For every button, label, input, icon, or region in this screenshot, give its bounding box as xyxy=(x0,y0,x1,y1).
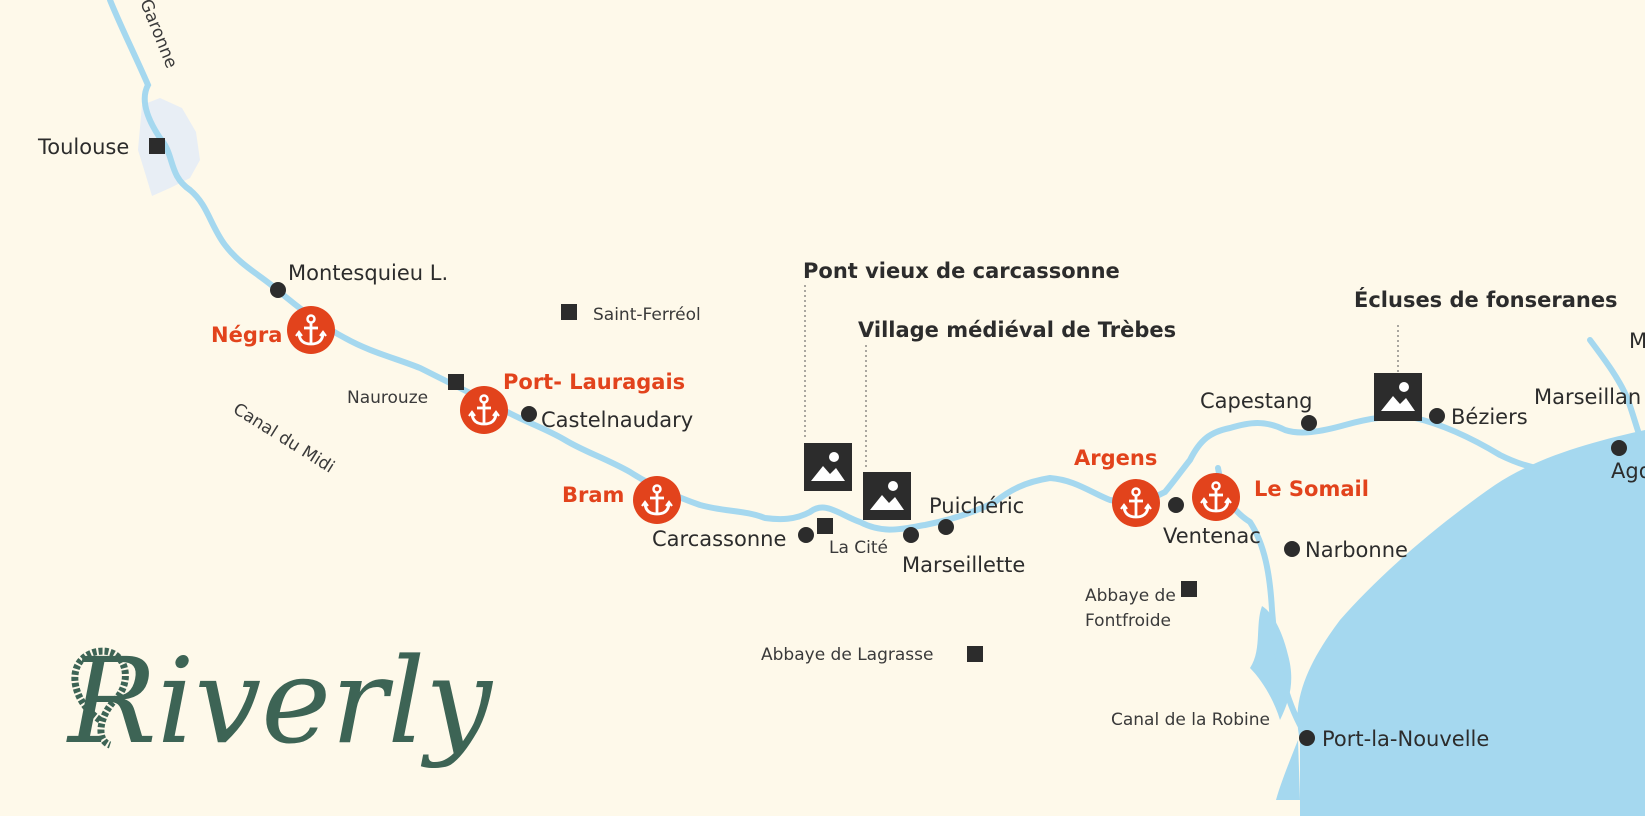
naurouze-label: Naurouze xyxy=(347,388,428,408)
castelnaudary-label: Castelnaudary xyxy=(541,408,693,432)
port-la-nouvelle-label: Port-la-Nouvelle xyxy=(1322,727,1489,751)
argens-anchor-icon[interactable] xyxy=(1110,477,1162,529)
m-label-cut: M xyxy=(1629,329,1645,353)
negra-label: Négra xyxy=(211,323,282,347)
brand-wordmark: Riverly xyxy=(66,632,493,770)
herault-river xyxy=(1587,337,1645,453)
canal-du-midi-line xyxy=(187,187,1645,533)
capestang-label: Capestang xyxy=(1200,389,1312,413)
riverly-logo: Riverly xyxy=(66,632,493,770)
fontfroide-label-line1: Abbaye de xyxy=(1085,586,1176,606)
toulouse-square-marker xyxy=(149,138,165,154)
sea xyxy=(1297,430,1645,816)
puicheric-dot-marker xyxy=(938,519,954,535)
fonseranes-image-icon[interactable] xyxy=(1374,373,1422,421)
fonseranes-label: Écluses de fonseranes xyxy=(1354,287,1618,312)
pont-vieux-label: Pont vieux de carcassonne xyxy=(803,259,1120,283)
bram-anchor-icon[interactable] xyxy=(631,474,683,526)
garonne-label: Garonne xyxy=(135,0,181,71)
trebes-label: Village médiéval de Trèbes xyxy=(858,318,1176,342)
narbonne-label: Narbonne xyxy=(1305,538,1408,562)
le-somail-label: Le Somail xyxy=(1254,477,1369,501)
canal-de-la-robine-label: Canal de la Robine xyxy=(1111,710,1270,730)
saint-ferreol-square-marker xyxy=(561,304,577,320)
montesquieu-label: Montesquieu L. xyxy=(288,261,448,285)
agde-label: Agde xyxy=(1611,459,1645,483)
trebes-image-icon[interactable] xyxy=(863,472,911,520)
naurouze-square-marker xyxy=(448,374,464,390)
castelnaudary-dot-marker xyxy=(521,406,537,422)
port-lauragais-anchor-icon[interactable] xyxy=(458,384,510,436)
ventenac-dot-marker xyxy=(1168,497,1184,513)
lagrasse-square-marker xyxy=(967,646,983,662)
canal-du-midi-label: Canal du Midi xyxy=(229,399,338,477)
le-somail-anchor-icon[interactable] xyxy=(1190,471,1242,523)
port-la-nouvelle-dot-marker xyxy=(1299,730,1315,746)
pont-vieux-image-icon[interactable] xyxy=(804,443,852,491)
marseillette-dot-marker xyxy=(903,527,919,543)
beziers-dot-marker xyxy=(1429,408,1445,424)
toulouse-label: Toulouse xyxy=(37,135,129,159)
fontfroide-square-marker xyxy=(1181,581,1197,597)
lagoon-bages xyxy=(1250,606,1292,720)
marseillette-label: Marseillette xyxy=(902,553,1025,577)
ventenac-label: Ventenac xyxy=(1163,524,1261,548)
montesquieu-dot-marker xyxy=(270,282,286,298)
port-lauragais-label: Port- Lauragais xyxy=(503,370,685,394)
beziers-label: Béziers xyxy=(1451,405,1528,429)
argens-label: Argens xyxy=(1074,446,1157,470)
rope-loop xyxy=(71,647,129,749)
capestang-dot-marker xyxy=(1301,415,1317,431)
puicheric-label: Puichéric xyxy=(929,494,1024,518)
fontfroide-label-line2: Fontfroide xyxy=(1085,611,1171,631)
garonne-river xyxy=(107,0,193,193)
saint-ferreol-label: Saint-Ferréol xyxy=(593,305,701,325)
negra-anchor-icon[interactable] xyxy=(285,304,337,356)
marseillan-label: Marseillan xyxy=(1534,385,1641,409)
bram-label: Bram xyxy=(562,483,624,507)
agde-dot-marker xyxy=(1611,440,1627,456)
narbonne-dot-marker xyxy=(1284,541,1300,557)
carcassonne-label: Carcassonne xyxy=(652,527,786,551)
lagrasse-label: Abbaye de Lagrasse xyxy=(761,645,933,665)
carcassonne-dot-marker xyxy=(798,527,814,543)
lagoon-south xyxy=(1276,740,1300,800)
la-cite-square-marker xyxy=(817,518,833,534)
la-cite-label: La Cité xyxy=(829,538,888,558)
